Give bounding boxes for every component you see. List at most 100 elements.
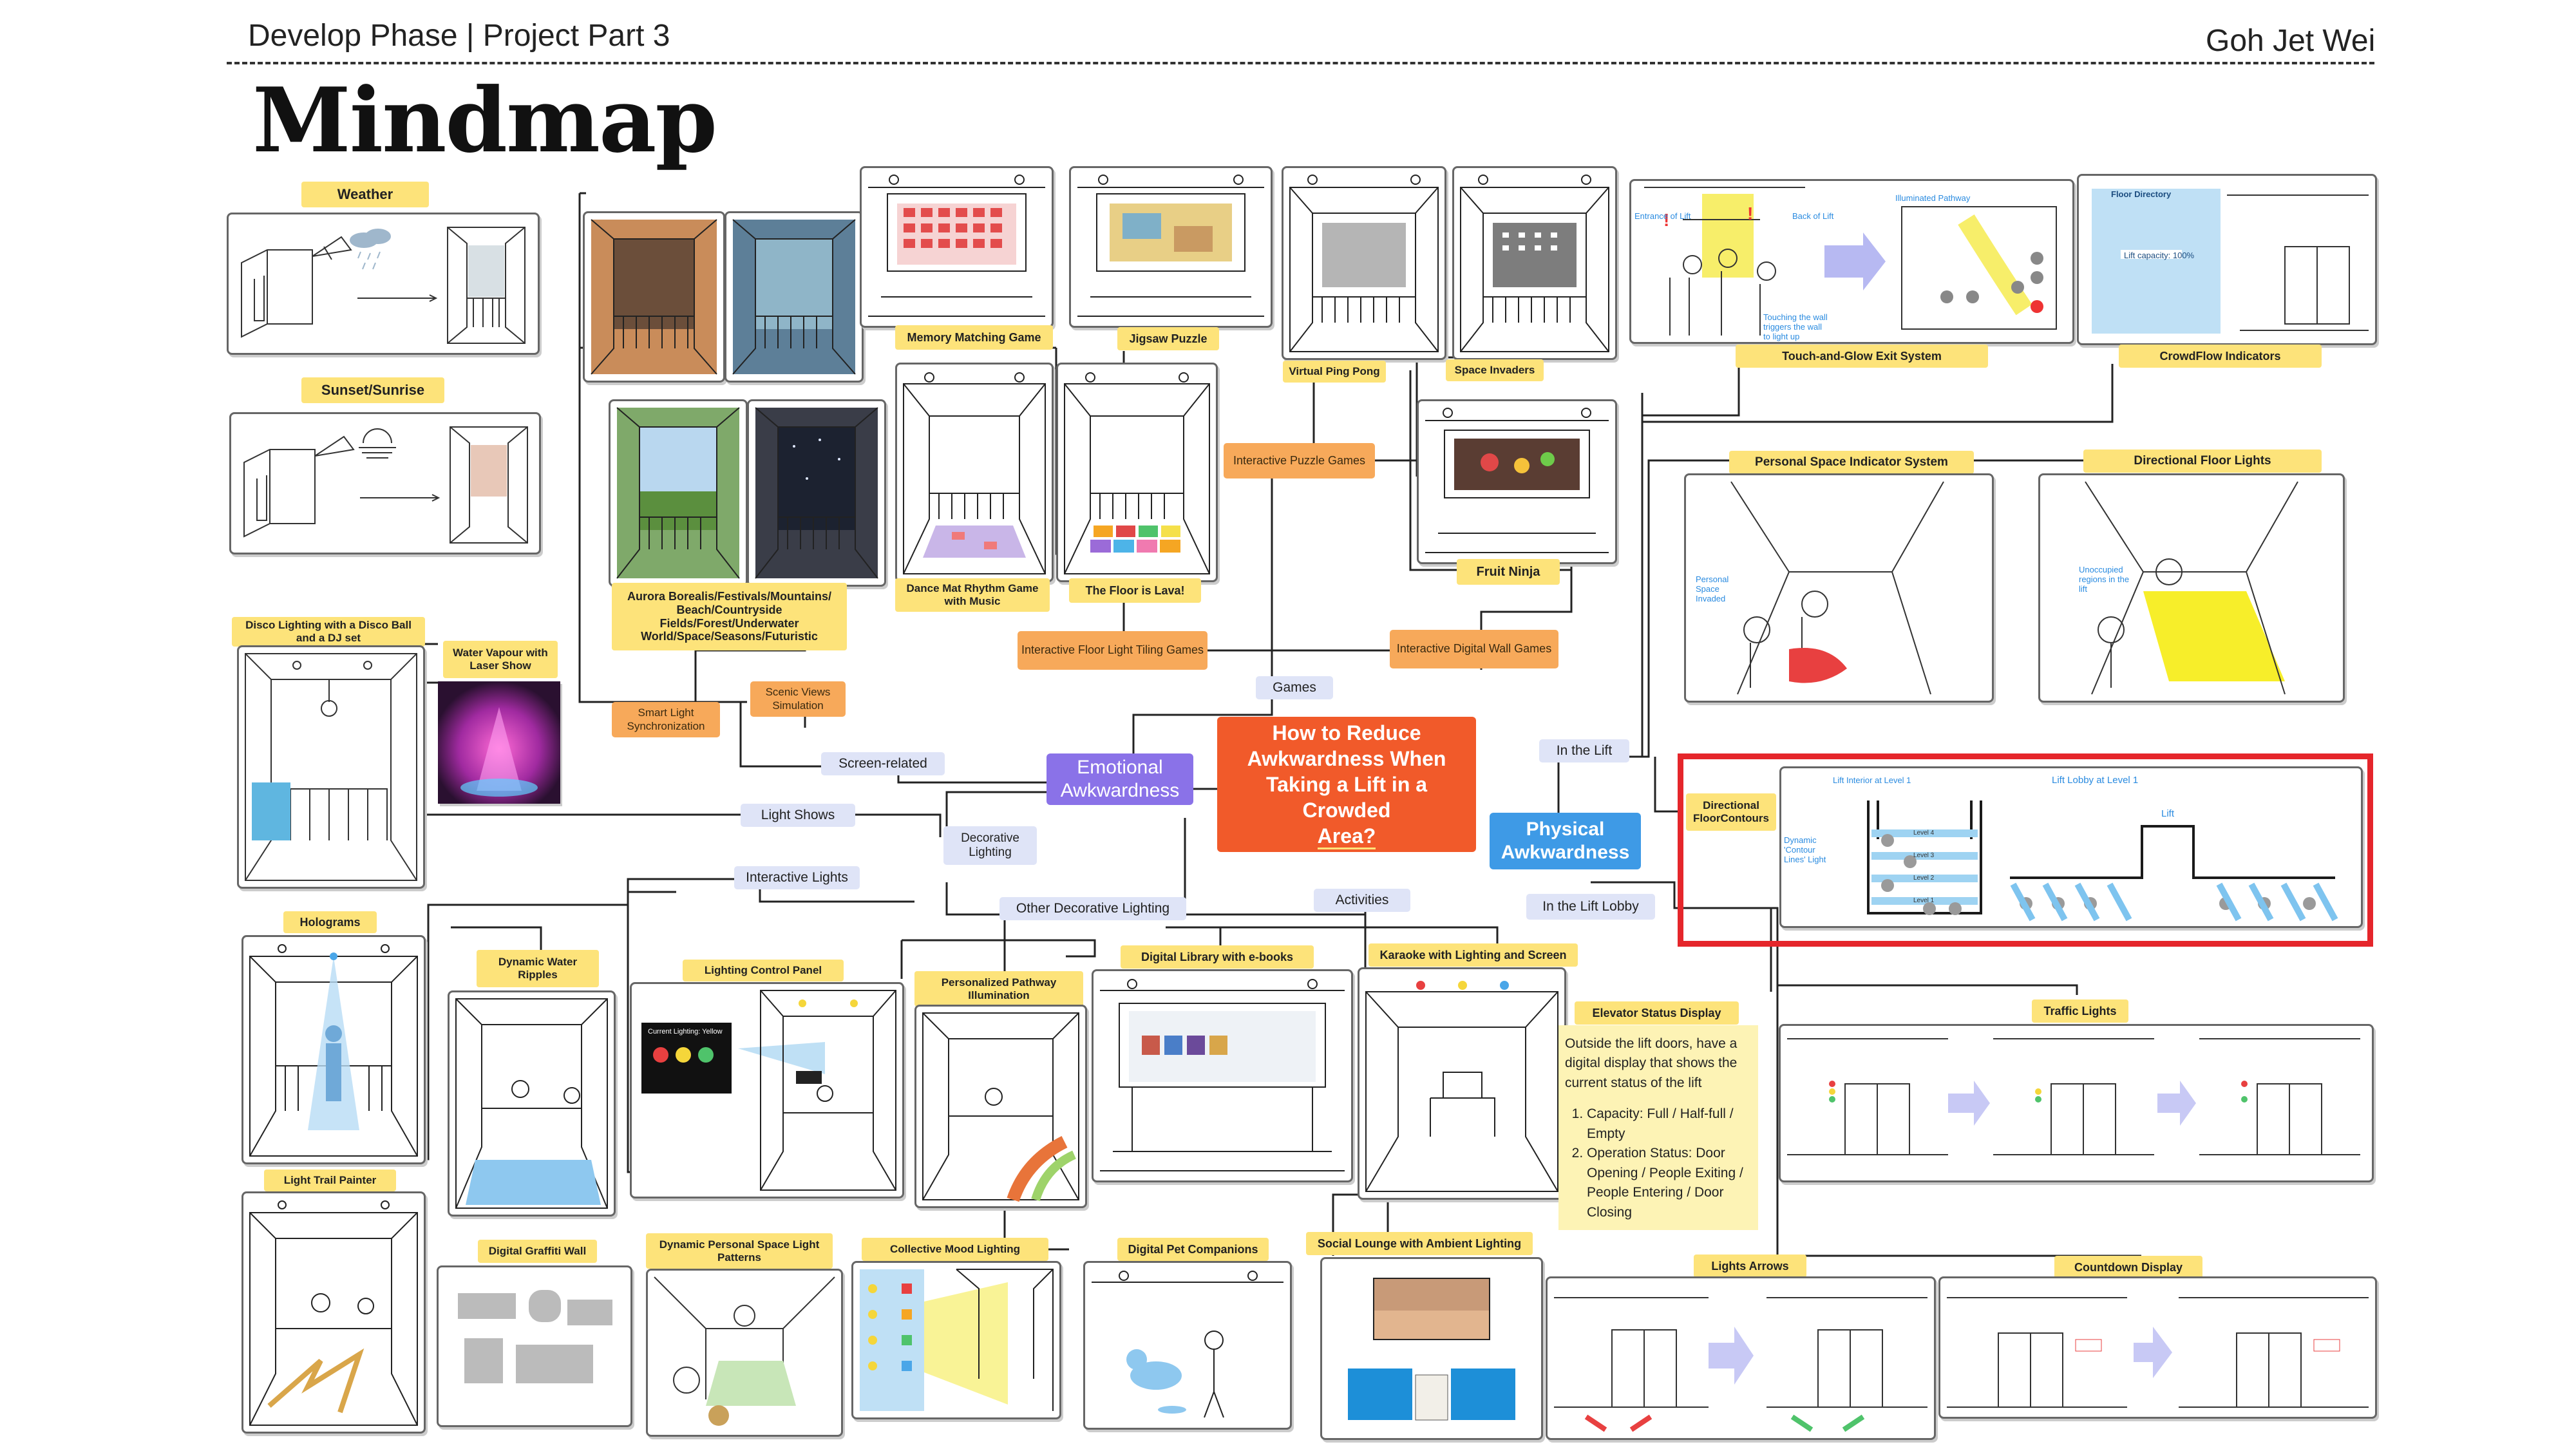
contour-level-row-4: Level 1 <box>1913 897 1935 904</box>
label-lights-arrows: Lights Arrows <box>1694 1255 1806 1278</box>
svg-text:!: ! <box>1663 210 1669 230</box>
label-countdown: Countdown Display <box>2054 1256 2202 1279</box>
node-in-the-lift-lobby: In the Lift Lobby <box>1526 894 1655 920</box>
node-in-the-lift: In the Lift <box>1539 739 1629 762</box>
central-line-4: Area? <box>1317 824 1376 849</box>
card-countdown <box>1938 1276 2377 1419</box>
label-touch-glow: Touch-and-Glow Exit System <box>1736 345 1988 368</box>
label-dyn-personal: Dynamic Personal Space Light Patterns <box>646 1233 833 1269</box>
label-light-trail: Light Trail Painter <box>264 1170 396 1191</box>
label-jigsaw: Jigsaw Puzzle <box>1117 327 1219 350</box>
page-title: Mindmap <box>252 68 717 173</box>
lights-arrows-illustration <box>1554 1297 1927 1432</box>
floor-lava-illustration <box>1064 372 1210 574</box>
branch-physical: Physical Awkwardness <box>1490 813 1641 869</box>
card-scenic-3 <box>609 399 748 587</box>
label-personalized-path: Personalized Pathway Illumination <box>914 971 1083 1007</box>
scenic-forest-image <box>616 407 740 579</box>
label-ping-pong: Virtual Ping Pong <box>1283 361 1386 383</box>
label-karaoke: Karaoke with Lighting and Screen <box>1368 943 1578 967</box>
directional-floor-illustration <box>2085 481 2298 695</box>
card-weather <box>227 213 540 355</box>
node-interactive-wall: Interactive Digital Wall Games <box>1390 630 1558 668</box>
card-directional-contours: Lift Interior at Level 1 Lift Lobby at L… <box>1779 766 2363 928</box>
fruit-ninja-illustration <box>1425 408 1609 553</box>
node-games: Games <box>1256 676 1333 699</box>
jigsaw-illustration <box>1077 175 1264 317</box>
node-screen-related: Screen-related <box>821 752 945 775</box>
personalized-path-illustration <box>922 1012 1079 1202</box>
label-dance-mat: Dance Mat Rhythm Game with Music <box>895 578 1050 612</box>
card-digital-library <box>1092 969 1353 1182</box>
label-floor-lava: The Floor is Lava! <box>1069 578 1201 603</box>
label-space-invaders: Space Invaders <box>1446 359 1544 381</box>
crowdflow-illustration <box>2092 189 2369 334</box>
label-memory: Memory Matching Game <box>895 325 1053 350</box>
central-line-3: Taking a Lift in a Crowded <box>1265 773 1428 822</box>
collective-mood-illustration <box>860 1269 1054 1411</box>
label-dynamic-water: Dynamic Water Ripples <box>477 950 599 987</box>
dance-mat-illustration <box>903 372 1046 574</box>
card-floor-lava <box>1056 363 1218 582</box>
card-memory <box>860 166 1054 328</box>
label-weather: Weather <box>301 182 429 207</box>
memory-game-illustration <box>868 175 1045 317</box>
lighting-panel-illustration <box>641 990 896 1191</box>
label-elevator-status: Elevator Status Display <box>1575 1001 1739 1025</box>
label-social-lounge: Social Lounge with Ambient Lighting <box>1306 1232 1533 1255</box>
card-water-vapour <box>438 681 560 804</box>
karaoke-illustration <box>1365 981 1558 1192</box>
card-social-lounge <box>1320 1257 1543 1440</box>
node-interactive-puzzle: Interactive Puzzle Games <box>1224 443 1375 478</box>
personal-space-illustration <box>1730 481 1944 695</box>
card-lights-arrows <box>1546 1276 1936 1440</box>
header-author: Goh Jet Wei <box>2206 24 2376 58</box>
traffic-lights-illustration <box>1787 1038 2360 1155</box>
card-personal-space: Personal Space Invaded <box>1684 473 1994 703</box>
label-pet: Digital Pet Companions <box>1117 1238 1269 1261</box>
dynamic-water-illustration <box>455 998 608 1209</box>
card-karaoke <box>1358 967 1566 1200</box>
scenic-autumn-image <box>591 219 717 375</box>
card-touch-glow: !! Entrance of Lift Back of Lift Illumin… <box>1629 179 2074 344</box>
scenic-sky-image <box>732 219 856 375</box>
card-sunset <box>229 412 541 554</box>
node-smart-light-sync: Smart Light Synchronization <box>612 702 720 737</box>
card-fruit-ninja <box>1417 399 1617 564</box>
label-graffiti: Digital Graffiti Wall <box>478 1240 597 1263</box>
card-traffic-lights <box>1779 1024 2374 1182</box>
card-holograms <box>242 935 426 1164</box>
ps-note: Personal Space Invaded <box>1696 574 1729 603</box>
card-scenic-2 <box>724 211 864 383</box>
label-lighting-panel: Lighting Control Panel <box>683 960 844 981</box>
card-graffiti <box>437 1265 632 1427</box>
lift-capacity-text: Lift capacity: 100% <box>2124 251 2195 260</box>
card-dance-mat <box>895 363 1054 582</box>
header-phase: Develop Phase | Project Part 3 <box>248 19 670 53</box>
elevator-note-intro: Outside the lift doors, have a digital d… <box>1565 1036 1738 1090</box>
central-question: How to Reduce Awkwardness When Taking a … <box>1217 717 1476 852</box>
tg-touch-note: Touching the wall triggers the wall to l… <box>1763 312 1828 341</box>
laser-show-image <box>438 681 560 804</box>
label-aurora: Aurora Borealis/Festivals/Mountains/ Bea… <box>612 583 847 650</box>
label-sunset: Sunset/Sunrise <box>301 377 444 403</box>
digital-library-illustration <box>1100 979 1345 1171</box>
card-collective-mood <box>851 1261 1061 1419</box>
contour-note: Dynamic 'Contour Lines' Light <box>1784 835 1826 864</box>
card-pet <box>1083 1261 1292 1430</box>
pet-illustration <box>1092 1271 1283 1418</box>
card-dyn-personal <box>646 1269 843 1437</box>
highlight-frame <box>1678 753 2373 947</box>
label-disco: Disco Lighting with a Disco Ball and a D… <box>232 617 425 647</box>
card-disco <box>237 645 425 889</box>
light-trail-illustration <box>249 1200 418 1426</box>
card-space-invaders <box>1452 166 1617 360</box>
contour-lobby-label: Lift Lobby at Level 1 <box>2052 775 2139 786</box>
floor-directory-title: Floor Directory <box>2111 189 2172 199</box>
card-scenic-1 <box>583 211 725 383</box>
tg-path-note: Illuminated Pathway <box>1895 193 1971 203</box>
card-jigsaw <box>1069 166 1273 328</box>
ping-pong-illustration <box>1289 175 1439 352</box>
elevator-status-note: Outside the lift doors, have a digital d… <box>1558 1025 1758 1230</box>
branch-emotional: Emotional Awkwardness <box>1046 753 1193 805</box>
